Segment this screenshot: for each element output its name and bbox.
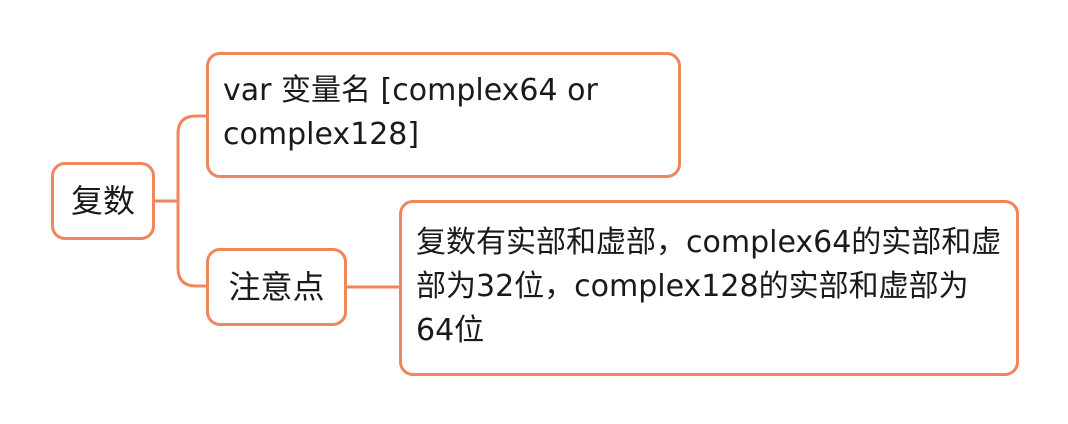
root-node[interactable]: 复数 [51,162,155,240]
branch-node-notes-label: 注意点 [228,268,325,306]
leaf-node-detail-label: 复数有实部和虚部，complex64的实部和虚部为32位，complex128的… [416,225,1002,348]
leaf-node-detail[interactable]: 复数有实部和虚部，complex64的实部和虚部为32位，complex128的… [399,200,1019,376]
root-node-label: 复数 [70,182,135,220]
branch-node-notes[interactable]: 注意点 [206,248,347,326]
branch-node-syntax[interactable]: var 变量名 [complex64 or complex128] [206,52,681,178]
connector-root-to-syntax [155,114,206,203]
branch-node-syntax-label: var 变量名 [complex64 or complex128] [223,73,598,152]
connector-root-to-notes [155,199,206,288]
